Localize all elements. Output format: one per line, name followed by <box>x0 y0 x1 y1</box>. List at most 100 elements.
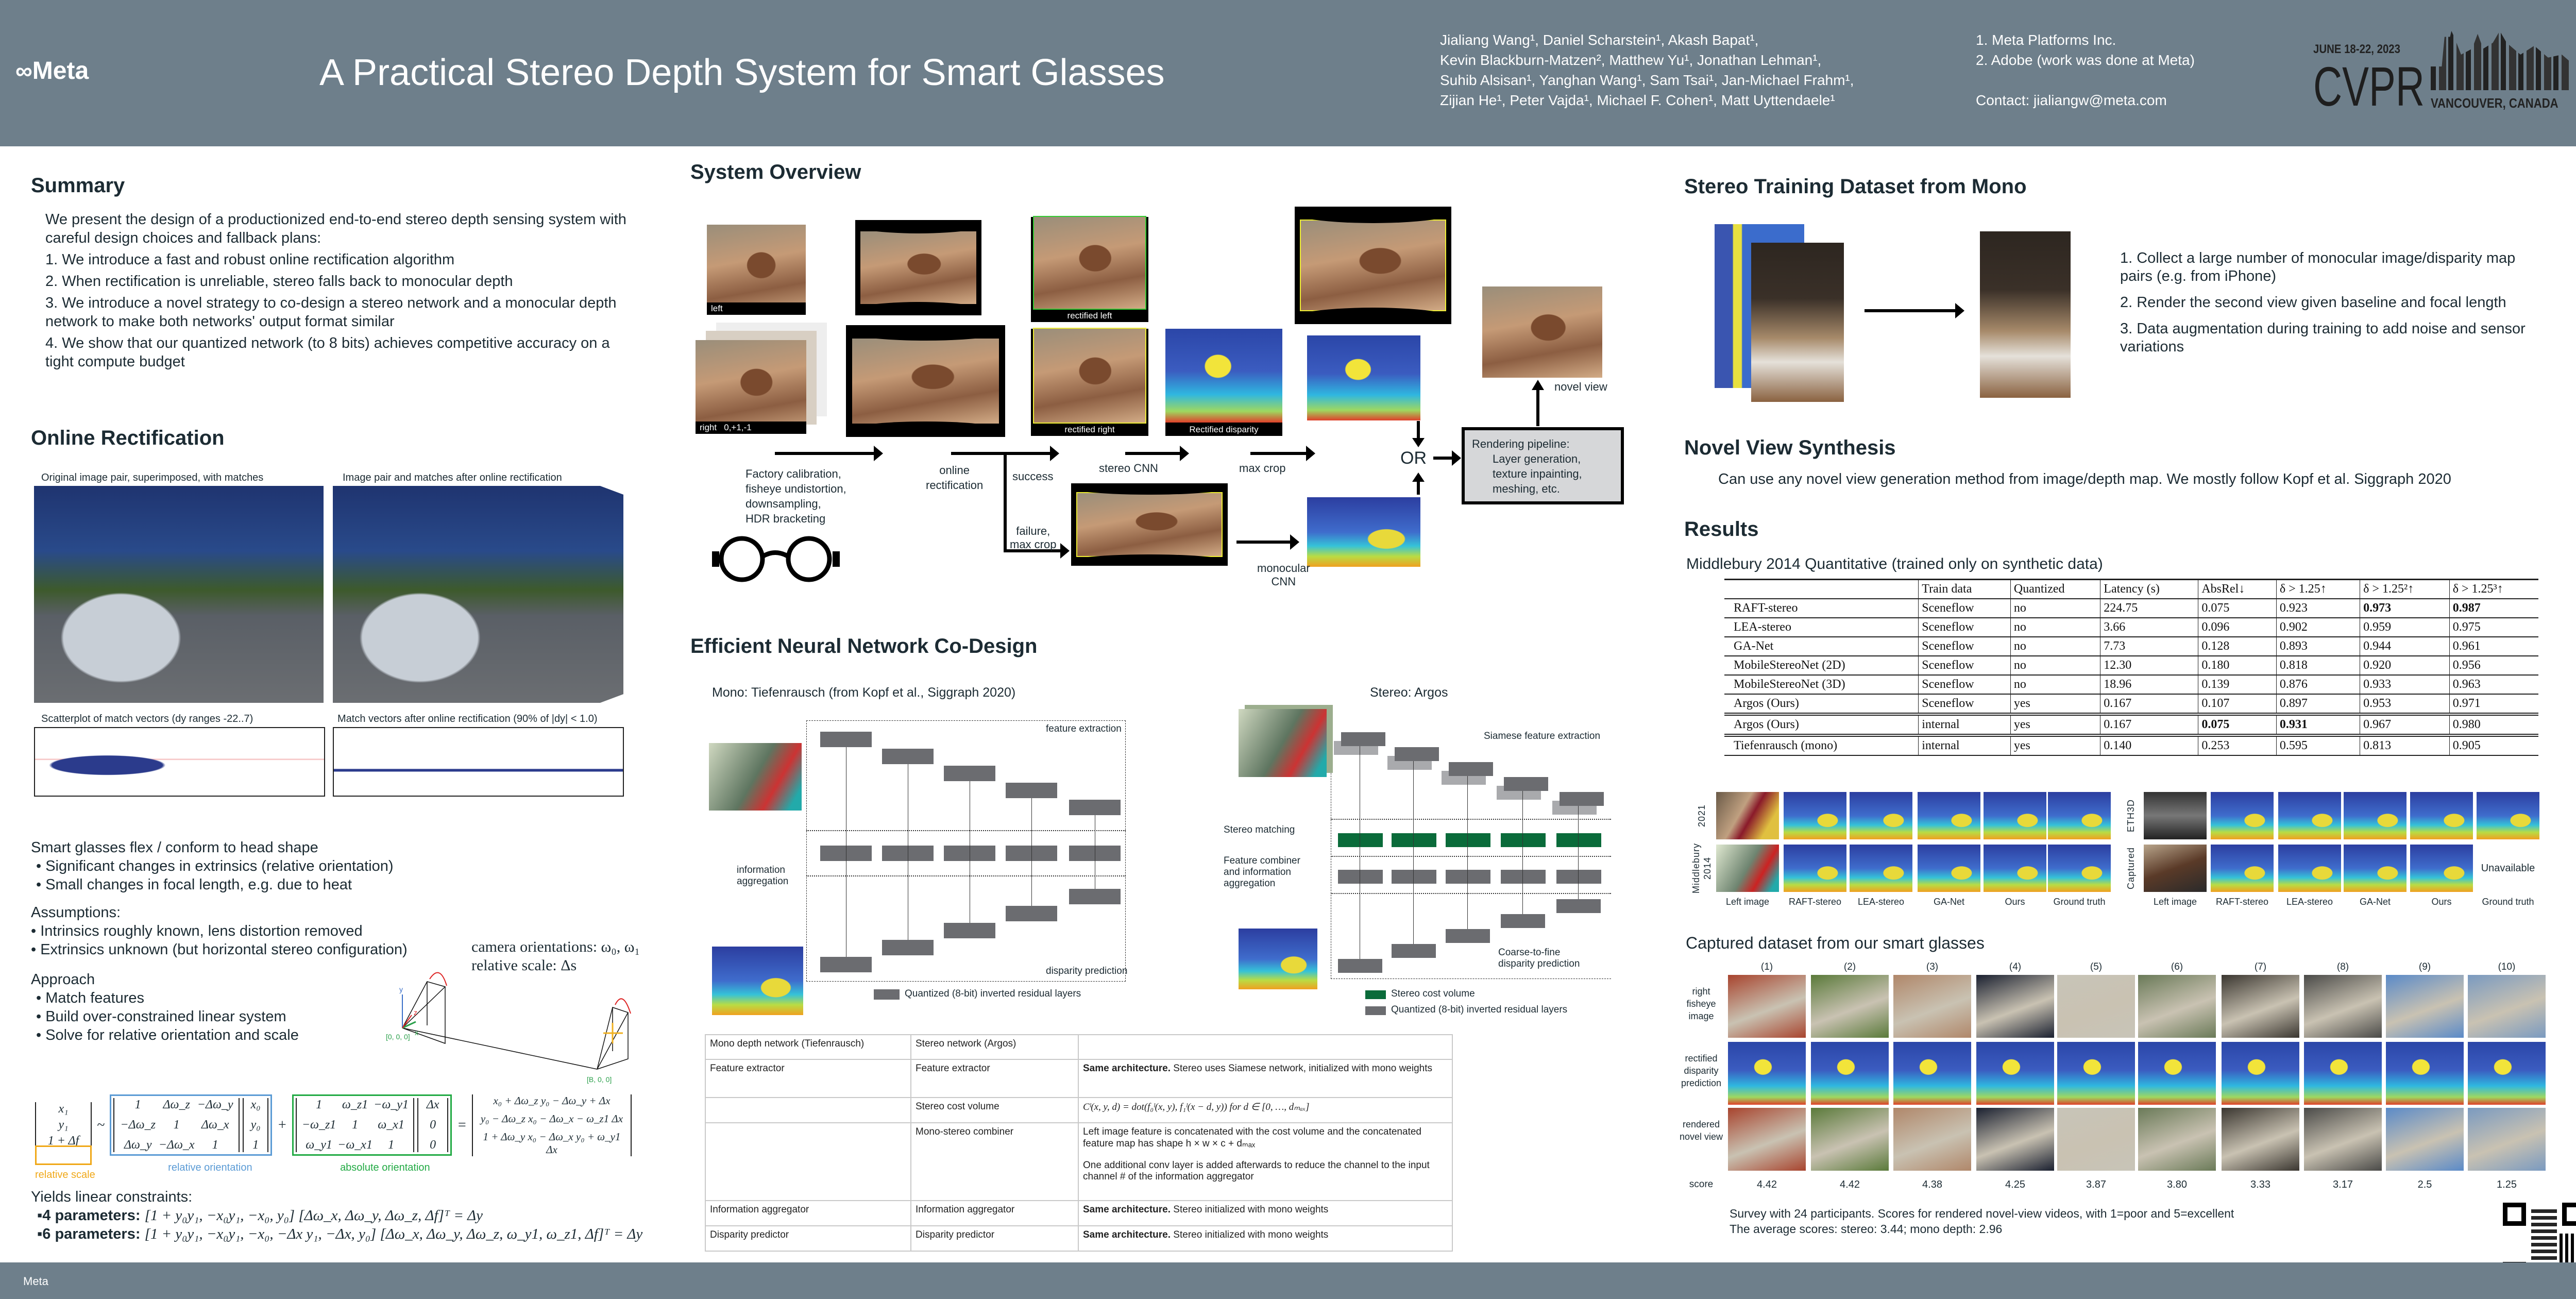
decoder-layer-block <box>1556 899 1601 913</box>
arrow-up-icon <box>1536 389 1539 426</box>
stereo-component-cell: Feature extractor <box>910 1059 1079 1098</box>
axis-x-label: x <box>415 1028 418 1037</box>
arrow-right-icon <box>951 446 1059 461</box>
disparity-tile <box>2278 845 2341 892</box>
siamese-layer-block-left <box>1341 732 1385 746</box>
row-label: Middlebury 2014 <box>1691 842 1713 894</box>
camera-geometry-diagram: y z x [0, 0, 0] [B, 0, 0] <box>386 972 631 1084</box>
survey-notes: Survey with 24 participants. Scores for … <box>1730 1206 2234 1237</box>
value-cell: Sceneflow <box>1918 599 2011 618</box>
figure-caption: Original image pair, superimposed, with … <box>41 472 264 483</box>
results-table-caption: Middlebury 2014 Quantitative (trained on… <box>1686 555 2103 572</box>
author-list: Jialiang Wang¹, Daniel Scharstein¹, Akas… <box>1440 30 1854 110</box>
flex-section: Smart glasses flex / conform to head sha… <box>31 838 408 1044</box>
fisheye-image-tile <box>1811 975 1889 1038</box>
meta-logo: ∞Meta <box>15 57 89 85</box>
value-cell: 18.96 <box>2100 675 2198 694</box>
rendering-pipeline-box: Rendering pipeline:Layer generation,text… <box>1462 427 1624 504</box>
value-cell: 0.167 <box>2100 714 2198 735</box>
constraint-math: [1 + y₀y₁, −x₀y₁, −x₀, y₀] [Δω_x, Δω_y, … <box>144 1207 483 1224</box>
matrix-entry: x₀ + Δω_z y₀ − Δω_y + Δx <box>493 1094 611 1107</box>
mono-dashed-frame <box>806 720 1126 982</box>
method-cell: RAFT-stereo <box>1734 601 1798 615</box>
description-bold: Same architecture. <box>1083 1204 1171 1215</box>
novel-view-tile <box>1893 1108 1971 1171</box>
value-cell: 0.180 <box>2198 656 2277 675</box>
fisheye-image-tile <box>2138 975 2216 1038</box>
approach-title: Approach <box>31 971 95 988</box>
approach-item: • Build over-constrained linear system <box>36 1008 286 1025</box>
contact-email[interactable]: Contact: jialiangw@meta.com <box>1976 92 2167 108</box>
decoder-layer-block <box>1006 906 1057 921</box>
method-cell: GA-Net <box>1734 639 1774 653</box>
training-step: 1. Collect a large number of monocular i… <box>2120 250 2516 284</box>
cost-volume-block <box>1446 833 1490 847</box>
disparity-tile <box>2344 845 2406 892</box>
scatterplot-before <box>34 727 325 797</box>
relative-orientation-caption: relative orientation <box>168 1162 252 1173</box>
value-cell: internal <box>1918 714 2011 735</box>
column-number: (3) <box>1926 961 1939 972</box>
novel-view-tile <box>2386 1108 2464 1171</box>
method-cell: Argos (Ours) <box>1734 718 1799 731</box>
disparity-tile <box>2278 792 2341 839</box>
value-cell: 0.075 <box>2198 599 2277 618</box>
column-header: δ > 1.25↑ <box>2276 579 2360 599</box>
column-label: Ground truth <box>2053 897 2106 907</box>
mono-network-title: Mono: Tiefenrausch (from Kopf et al., Si… <box>712 685 1016 700</box>
arrowhead-up-icon <box>1412 473 1425 482</box>
encoder-layer-block <box>1069 800 1121 815</box>
mono-component-cell: Disparity predictor <box>705 1225 911 1252</box>
disparity-prediction-tile <box>1728 1042 1806 1105</box>
value-cell: 0.967 <box>2360 714 2450 735</box>
value-cell: 0.944 <box>2360 637 2450 656</box>
column-header: AbsRel↓ <box>2198 579 2277 599</box>
decoder-layer-block <box>944 923 995 938</box>
camera-orientations-label: camera orientations: ω₀, ω₁ <box>471 938 640 955</box>
conference-name: CVPR <box>2313 55 2425 117</box>
disparity-tile <box>1984 792 2046 839</box>
value-cell: 0.818 <box>2276 656 2360 675</box>
disparity-prediction-tile <box>2304 1042 2382 1105</box>
rectified-pair-image <box>333 486 623 703</box>
column-number: (8) <box>2336 961 2349 972</box>
training-step: 3. Data augmentation during training to … <box>2120 320 2526 355</box>
combiner-layer-block <box>1392 870 1436 884</box>
disparity-tile <box>1784 845 1846 892</box>
feature-extraction-label: feature extraction <box>1046 723 1122 734</box>
matrix-entry: 1 <box>212 1138 218 1152</box>
column-header: Latency (s) <box>2100 579 2198 599</box>
value-cell: 0.956 <box>2449 656 2538 675</box>
matrix-entry: −Δω_z <box>120 1118 156 1132</box>
axis-y-label: y <box>399 985 403 993</box>
novel-view-tile <box>1811 1108 1889 1171</box>
method-cell: MobileStereoNet (2D) <box>1734 659 1845 672</box>
matrix-entry: −Δω_x <box>158 1138 195 1152</box>
disparity-tile <box>1784 792 1846 839</box>
value-cell: 0.096 <box>2198 618 2277 637</box>
legend-swatch-cost-volume <box>1365 990 1386 999</box>
plus-symbol: + <box>277 1117 287 1133</box>
cropped-disparity-image <box>1307 335 1420 420</box>
row-label: 2021 <box>1697 804 1707 828</box>
legend-swatch-quantized <box>874 989 900 1000</box>
author-line: Suhib Alsisan¹, Yanghan Wang¹, Sam Tsai¹… <box>1440 72 1854 88</box>
author-line: Jialiang Wang¹, Daniel Scharstein¹, Akas… <box>1440 32 1759 48</box>
column-number: (4) <box>2009 961 2022 972</box>
legend-swatch-quantized <box>1365 1006 1386 1015</box>
column-number: (2) <box>1843 961 1856 972</box>
matrix-entry: −Δω_y <box>197 1098 233 1111</box>
success-label: success <box>1012 470 1054 483</box>
connection-line <box>1522 791 1523 914</box>
image-label: rectified right <box>1031 424 1148 436</box>
matrix-entry: 1 + Δω_y x₀ − Δω_x y₀ + ω_y1 Δx <box>483 1130 621 1156</box>
disparity-tile <box>1850 792 1912 839</box>
summary-heading: Summary <box>31 174 125 197</box>
exposure-label: 0,+1,-1 <box>724 423 752 432</box>
matrix-entry: 1 + Δf <box>47 1134 79 1148</box>
